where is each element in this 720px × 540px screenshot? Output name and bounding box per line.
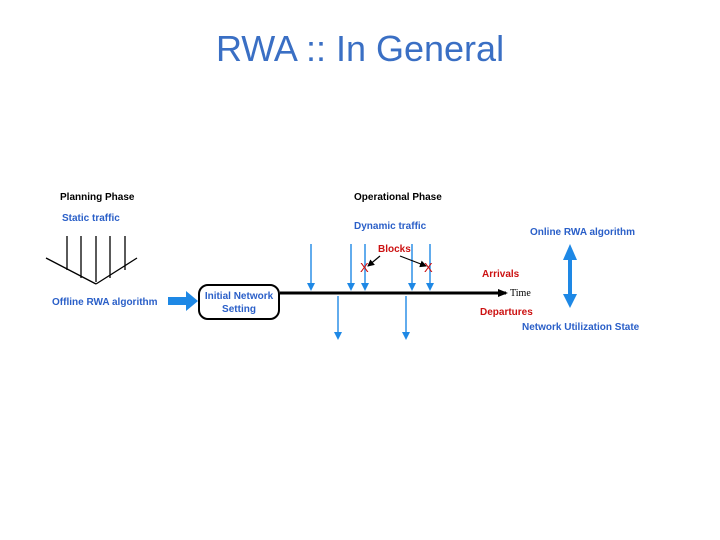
static-traffic-label: Static traffic bbox=[62, 213, 120, 224]
initial-network-setting-box: Initial Network Setting bbox=[198, 284, 280, 320]
time-label: Time bbox=[510, 288, 531, 299]
slide-title: RWA :: In General bbox=[215, 28, 505, 69]
operational-phase-label: Operational Phase bbox=[354, 192, 442, 203]
blocks-pointer-arrows bbox=[367, 255, 427, 268]
arrival-arrows bbox=[307, 244, 434, 291]
static-traffic-funnel bbox=[45, 236, 138, 285]
blocks-label: Blocks bbox=[378, 244, 411, 255]
departures-label: Departures bbox=[480, 307, 533, 318]
offline-rwa-algorithm-label: Offline RWA algorithm bbox=[52, 297, 158, 308]
arrivals-label: Arrivals bbox=[482, 269, 520, 280]
dynamic-traffic-label: Dynamic traffic bbox=[354, 221, 427, 232]
network-utilization-state-label: Network Utilization State bbox=[522, 322, 640, 333]
departure-arrows bbox=[334, 296, 410, 340]
planning-phase-label: Planning Phase bbox=[60, 192, 135, 203]
block-mark-2: X bbox=[424, 260, 433, 275]
online-state-double-arrow bbox=[563, 244, 577, 308]
block-mark-1: X bbox=[360, 260, 369, 275]
online-rwa-algorithm-label: Online RWA algorithm bbox=[530, 227, 636, 238]
initial-network-line1: Initial Network bbox=[204, 291, 274, 302]
offline-to-initial-arrow bbox=[168, 291, 198, 311]
initial-network-line2: Setting bbox=[222, 304, 256, 315]
